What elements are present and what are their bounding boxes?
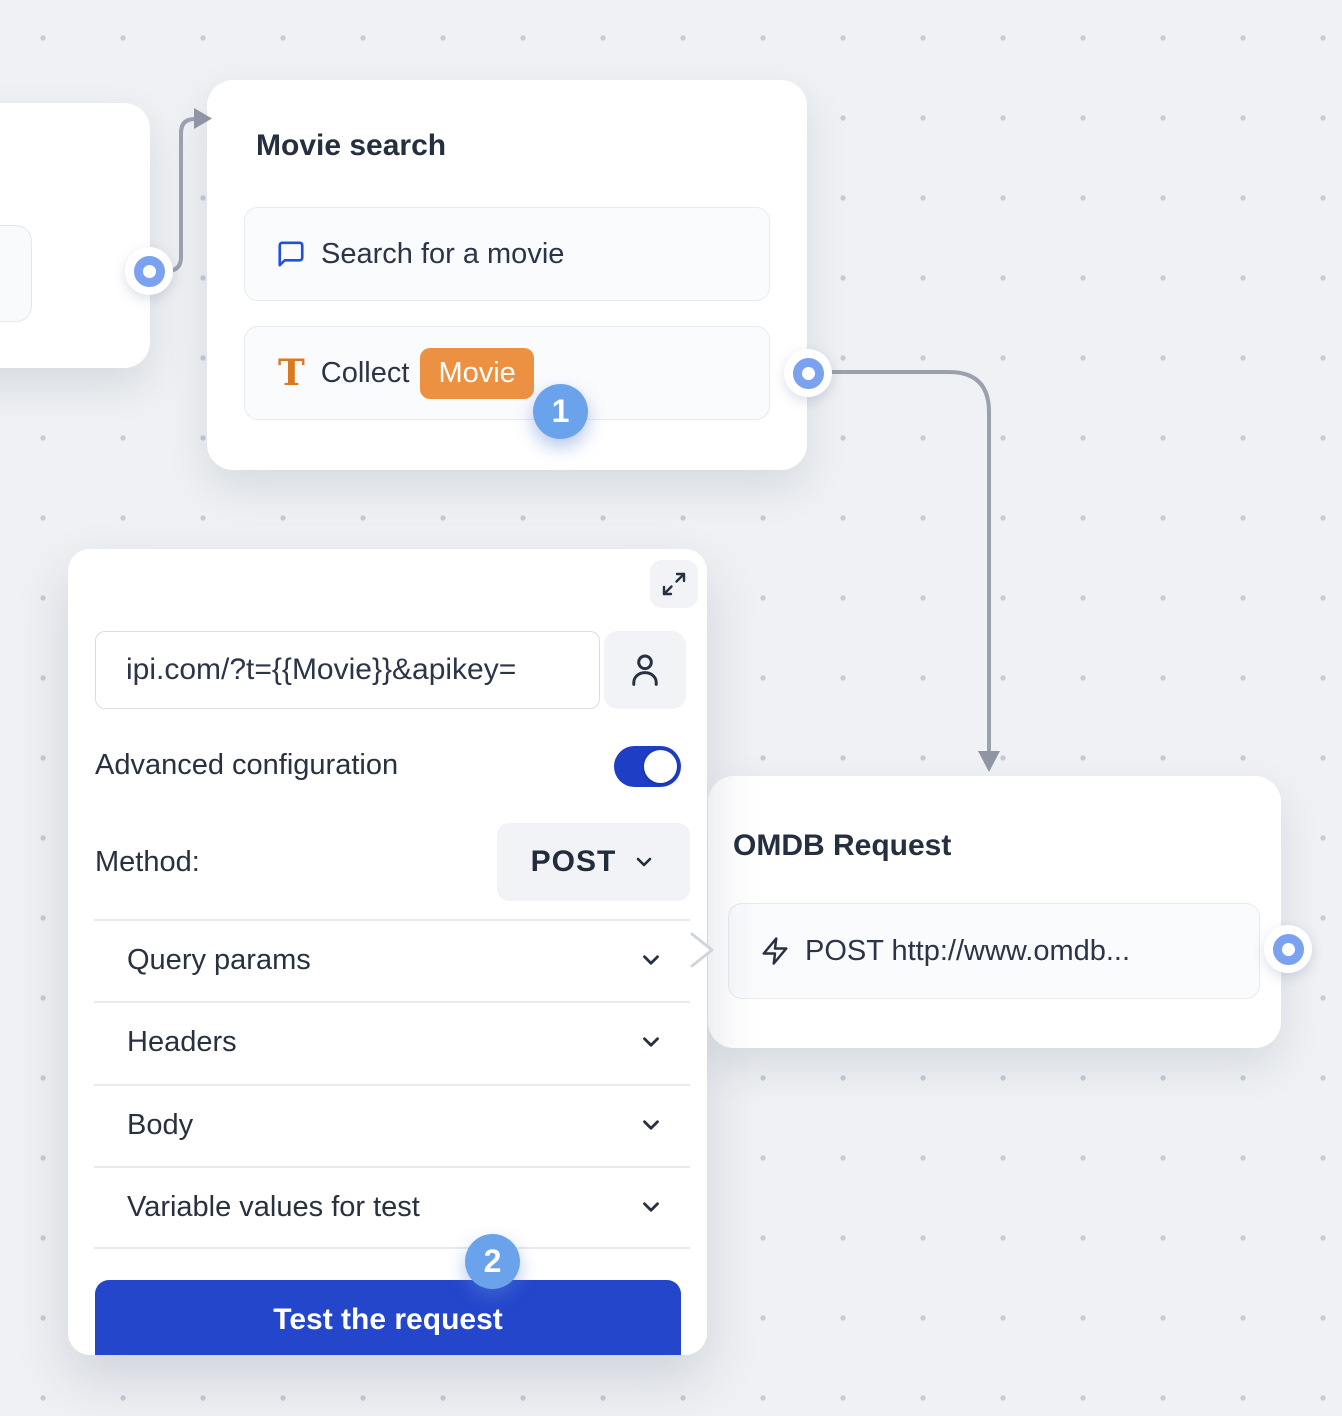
section-label: Headers <box>127 1025 237 1058</box>
port-ring-icon <box>1272 933 1304 965</box>
chevron-down-icon[interactable] <box>638 1112 664 1138</box>
input-notch-icon <box>690 932 714 968</box>
divider <box>94 919 690 921</box>
section-variable-values[interactable]: Variable values for test <box>94 1167 690 1247</box>
block-label: POST http://www.omdb... <box>805 934 1131 967</box>
advanced-configuration-toggle[interactable] <box>614 746 681 787</box>
chat-bubble-icon <box>276 239 306 269</box>
step-annotation-2: 2 <box>465 1234 520 1289</box>
url-input[interactable] <box>95 631 600 709</box>
webhook-bolt-icon <box>760 935 790 967</box>
block-label: Collect <box>320 356 410 389</box>
test-request-button[interactable]: Test the request <box>95 1280 681 1355</box>
expand-button[interactable] <box>650 560 698 608</box>
port-ring-icon <box>133 255 165 287</box>
chevron-down-icon[interactable] <box>638 1194 664 1220</box>
block-search-for-a-movie[interactable]: Search for a movie <box>244 207 770 301</box>
insert-variable-button[interactable] <box>604 631 686 709</box>
user-icon <box>632 654 658 686</box>
toggle-knob <box>644 750 677 783</box>
divider <box>94 1084 690 1086</box>
previous-node-card[interactable] <box>0 103 150 368</box>
text-collect-icon: T <box>278 352 305 394</box>
previous-node-block[interactable] <box>0 225 32 322</box>
section-label: Body <box>127 1108 194 1141</box>
section-query-params[interactable]: Query params <box>94 920 690 1000</box>
chevron-down-icon[interactable] <box>638 1029 664 1055</box>
block-webhook-post[interactable]: POST http://www.omdb... <box>728 903 1260 999</box>
connector-prev-to-movie <box>151 117 199 273</box>
connector-movie-to-omdb <box>822 370 991 754</box>
section-headers[interactable]: Headers <box>94 1002 690 1082</box>
block-label: Search for a movie <box>321 237 565 270</box>
arrowhead-down-icon <box>978 751 1000 772</box>
node-movie-search[interactable]: Movie search Search for a movie T Collec… <box>207 80 807 470</box>
variable-badge-movie[interactable]: Movie <box>420 347 534 399</box>
output-port-movie-search[interactable] <box>784 349 832 397</box>
section-label: Variable values for test <box>127 1190 420 1223</box>
block-collect-movie[interactable]: T Collect Movie <box>244 326 770 420</box>
divider <box>94 1166 690 1168</box>
node-title: OMDB Request <box>733 829 952 862</box>
webhook-config-panel[interactable]: Advanced configuration Method: POST Quer… <box>68 549 707 1355</box>
section-label: Query params <box>127 943 311 976</box>
expand-icon <box>662 572 686 596</box>
output-port-previous-node[interactable] <box>125 247 173 295</box>
chevron-down-icon[interactable] <box>638 947 664 973</box>
output-port-omdb-request[interactable] <box>1264 925 1312 973</box>
advanced-configuration-label: Advanced configuration <box>95 749 399 781</box>
divider <box>94 1001 690 1003</box>
node-omdb-request[interactable]: OMDB Request POST http://www.omdb... <box>708 776 1281 1048</box>
method-dropdown[interactable]: POST <box>497 823 690 901</box>
divider <box>94 1247 690 1249</box>
method-label: Method: <box>95 846 200 878</box>
node-title: Movie search <box>256 129 447 162</box>
port-ring-icon <box>792 357 824 389</box>
section-body[interactable]: Body <box>94 1085 690 1165</box>
chevron-down-icon <box>637 857 652 867</box>
step-annotation-1: 1 <box>533 384 588 439</box>
method-value: POST <box>530 845 617 878</box>
